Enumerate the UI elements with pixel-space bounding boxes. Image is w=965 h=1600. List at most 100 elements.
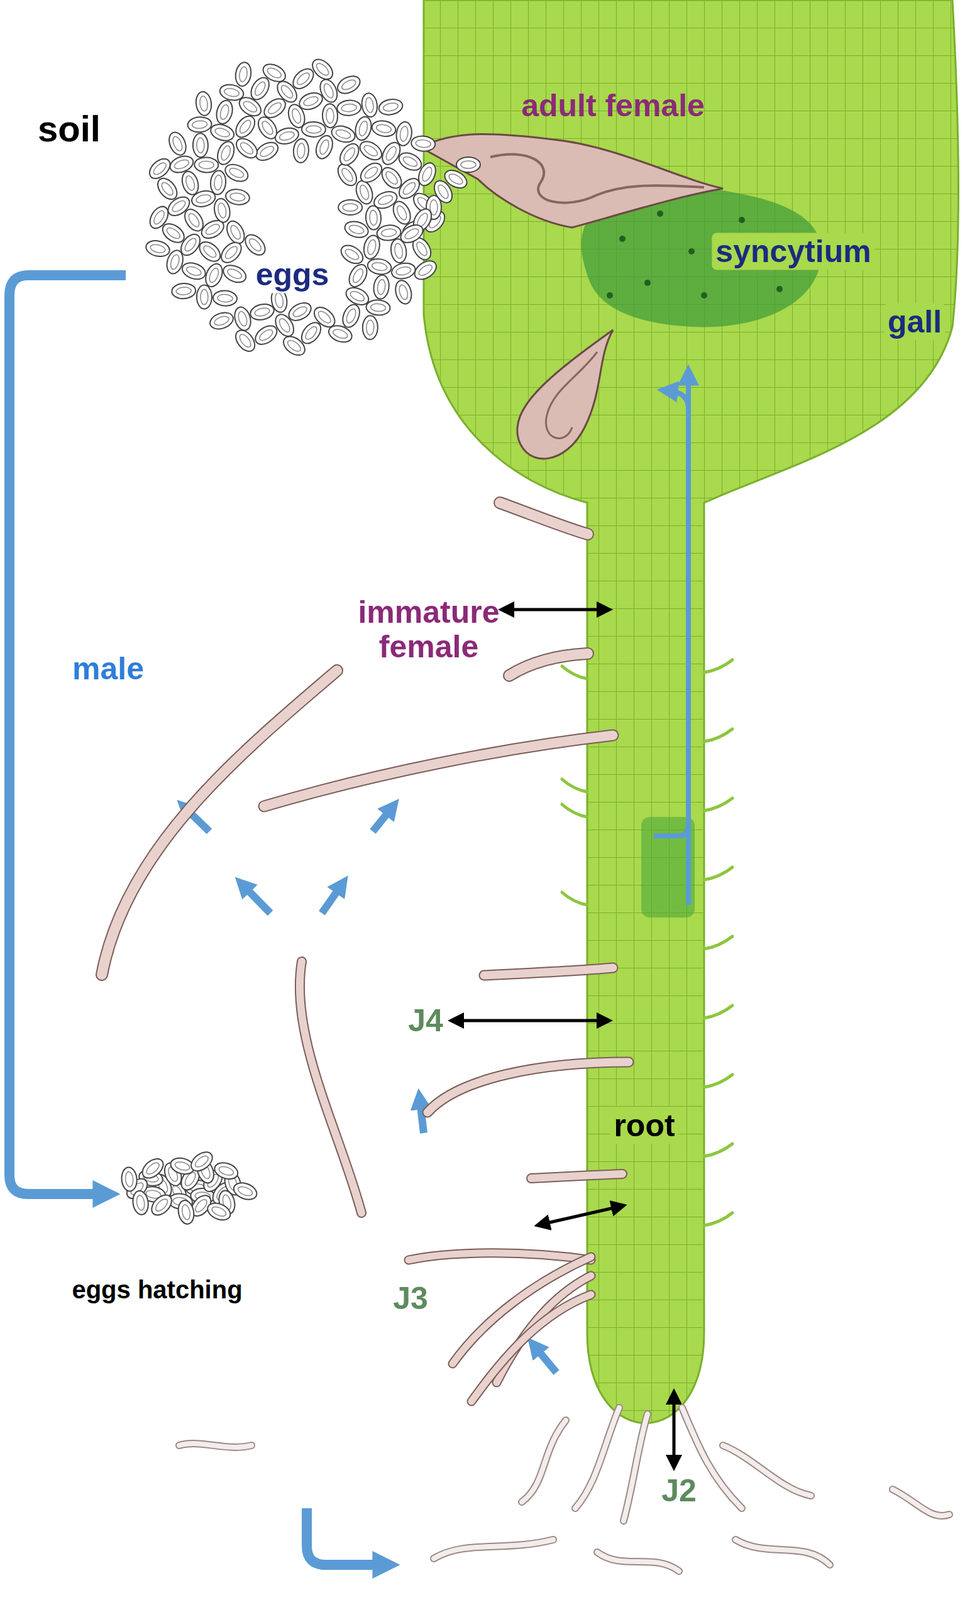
egg (456, 157, 481, 173)
egg (231, 1180, 260, 1203)
egg (296, 89, 325, 113)
egg (356, 137, 385, 164)
nematode-body (499, 502, 588, 535)
nematode-body (433, 1540, 554, 1560)
egg (232, 134, 261, 162)
egg (193, 133, 209, 158)
egg (131, 1190, 150, 1216)
egg (187, 1148, 217, 1175)
egg (392, 278, 414, 306)
egg (241, 231, 269, 260)
nematode-outline (735, 1540, 830, 1566)
egg (339, 302, 363, 331)
nematode-body (471, 1295, 591, 1402)
text-label: syncytium (711, 233, 875, 271)
nematode-outline (722, 1445, 811, 1497)
text-label: gall (883, 303, 946, 341)
egg (231, 112, 259, 141)
nematode-body (597, 1552, 679, 1572)
egg (209, 170, 227, 196)
egg (336, 140, 363, 169)
egg (326, 323, 354, 346)
egg (231, 326, 259, 356)
nematode-body (509, 653, 588, 676)
nematode-body (427, 1062, 629, 1113)
egg (353, 178, 376, 207)
adult-female-body (421, 133, 723, 228)
egg (365, 205, 382, 231)
text-label: eggs (252, 256, 334, 294)
egg (365, 299, 392, 317)
egg (212, 197, 232, 224)
text-label: J3 (389, 1280, 432, 1318)
nematode-outline (433, 1540, 554, 1560)
egg (167, 153, 196, 177)
egg (360, 92, 379, 119)
nematode-body (496, 1276, 591, 1384)
egg (217, 238, 246, 267)
text-label: male (68, 650, 148, 688)
egg (208, 309, 236, 332)
cycle-arrows (9, 275, 557, 1566)
root-tissue (423, 0, 959, 1424)
egg (337, 242, 366, 268)
egg (394, 120, 414, 147)
egg (220, 262, 249, 287)
text-label-box: eggs hatching (67, 1274, 246, 1306)
nematode-outline (427, 1062, 629, 1113)
nematode-outline (575, 1408, 620, 1509)
egg (273, 125, 301, 147)
egg (370, 118, 398, 139)
egg (204, 1200, 233, 1224)
egg (334, 72, 363, 98)
text-label-box: root (609, 1107, 679, 1145)
text-label-box: male (68, 650, 148, 688)
egg (377, 97, 405, 117)
nematode-body (484, 968, 613, 976)
egg (214, 98, 236, 126)
egg (308, 55, 337, 83)
nematode-body (264, 735, 613, 807)
egg (165, 129, 190, 158)
egg (222, 160, 251, 185)
nematode-body (575, 1408, 620, 1509)
egg (411, 257, 440, 283)
development-arrow (653, 377, 689, 906)
egg (316, 76, 341, 105)
egg (301, 121, 326, 138)
nematode-outline (496, 1276, 591, 1384)
egg (171, 282, 197, 300)
egg (292, 138, 310, 164)
egg (254, 113, 281, 143)
egg (260, 60, 289, 85)
egg (231, 305, 254, 333)
egg (154, 174, 182, 204)
nematode-outline (179, 1444, 252, 1448)
egg (397, 221, 427, 247)
adult-female-gut (490, 154, 705, 204)
nematode-body (623, 1414, 648, 1522)
egg (390, 260, 417, 281)
egg (147, 1191, 176, 1219)
egg (179, 260, 208, 283)
nematode-body (735, 1540, 830, 1566)
nematode-outline (509, 653, 588, 676)
nematode-body (179, 1444, 252, 1448)
egg (145, 155, 174, 183)
text-label: J2 (657, 1472, 701, 1511)
egg (366, 257, 393, 276)
egg (196, 285, 212, 310)
egg (362, 315, 378, 340)
egg (208, 121, 237, 144)
egg (138, 1155, 168, 1183)
nematode-outline (484, 968, 613, 976)
egg (279, 332, 309, 359)
text-label-box: gall (883, 303, 946, 341)
nematode-outline (597, 1552, 679, 1572)
text-label: adult female (517, 87, 709, 125)
nematode-body (531, 1174, 623, 1179)
nematode-outline (623, 1414, 648, 1522)
nematode-outline (892, 1489, 950, 1517)
nematode-outline (408, 1253, 591, 1261)
nematode-outline (299, 961, 362, 1214)
